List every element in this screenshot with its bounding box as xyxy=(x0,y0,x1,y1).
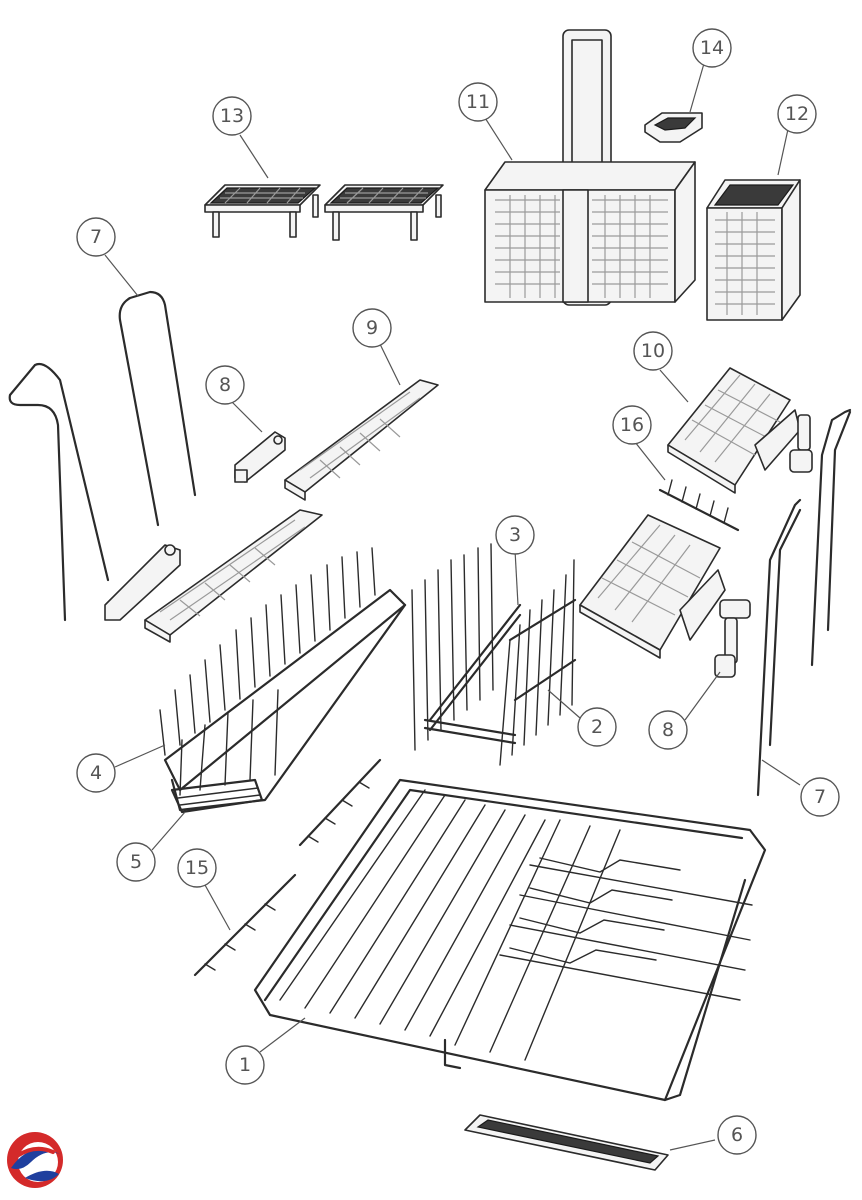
callout-10-label: 10 xyxy=(641,340,665,362)
callout-9: 9 xyxy=(352,308,392,348)
callout-9-label: 9 xyxy=(366,317,378,339)
callout-7-top: 7 xyxy=(76,217,116,257)
part-1-lower-basket xyxy=(253,778,767,1102)
part-10-lower-shelf xyxy=(579,514,726,659)
callout-6-label: 6 xyxy=(731,1124,743,1146)
callout-8-bottom-label: 8 xyxy=(662,719,674,741)
callout-12-label: 12 xyxy=(785,103,809,125)
part-3-tine-rack xyxy=(411,543,522,751)
callout-3-label: 3 xyxy=(509,524,521,546)
callout-4: 4 xyxy=(76,753,116,793)
part-8-hinge-clip-bottom xyxy=(714,599,751,678)
callout-1: 1 xyxy=(225,1045,265,1085)
part-16-comb-clip xyxy=(658,479,740,532)
callout-16-label: 16 xyxy=(620,414,644,436)
callout-12: 12 xyxy=(777,94,817,134)
brand-logo-icon xyxy=(7,1132,63,1188)
callout-15: 15 xyxy=(177,848,217,888)
part-15-hook-strips xyxy=(193,758,382,977)
callout-13-label: 13 xyxy=(220,105,244,127)
part-7-right-rods xyxy=(756,408,852,797)
part-11-cutlery-basket xyxy=(484,29,696,306)
callout-3: 3 xyxy=(495,515,535,555)
part-14-basket-insert xyxy=(644,112,703,143)
part-9-lower-shelf xyxy=(104,509,323,643)
callout-2: 2 xyxy=(577,707,617,747)
part-13-grid-trays xyxy=(204,184,444,241)
callout-14: 14 xyxy=(692,28,732,68)
callout-10: 10 xyxy=(633,331,673,371)
leader-lines xyxy=(104,59,801,1151)
callout-6: 6 xyxy=(717,1115,757,1155)
callout-7-bottom-label: 7 xyxy=(814,786,826,808)
part-8-hinge-clip-top xyxy=(234,431,286,483)
callout-8-top-label: 8 xyxy=(219,374,231,396)
callout-4-label: 4 xyxy=(90,762,102,784)
callout-5: 5 xyxy=(116,842,156,882)
callout-15-label: 15 xyxy=(185,857,209,879)
callout-14-label: 14 xyxy=(700,37,724,59)
part-8-hinge-clips-right xyxy=(789,414,813,473)
callout-1-label: 1 xyxy=(239,1054,251,1076)
part-7-left-rods xyxy=(8,290,197,622)
callout-8-top: 8 xyxy=(205,365,245,405)
callout-8-bottom: 8 xyxy=(648,710,688,750)
callout-7-top-label: 7 xyxy=(90,226,102,248)
part-5-rack-base xyxy=(170,778,264,814)
callout-11: 11 xyxy=(458,82,498,122)
callout-11-label: 11 xyxy=(466,91,490,113)
part-10-folding-shelf xyxy=(667,367,801,494)
part-6-front-trim xyxy=(464,1114,669,1171)
part-12-small-basket xyxy=(706,179,801,321)
callout-16: 16 xyxy=(612,405,652,445)
part-2-tine-rack xyxy=(499,559,577,766)
callout-7-bottom: 7 xyxy=(800,777,840,817)
part-9-folding-shelf xyxy=(284,379,439,501)
callout-5-label: 5 xyxy=(130,851,142,873)
callout-13: 13 xyxy=(212,96,252,136)
callout-2-label: 2 xyxy=(591,716,603,738)
